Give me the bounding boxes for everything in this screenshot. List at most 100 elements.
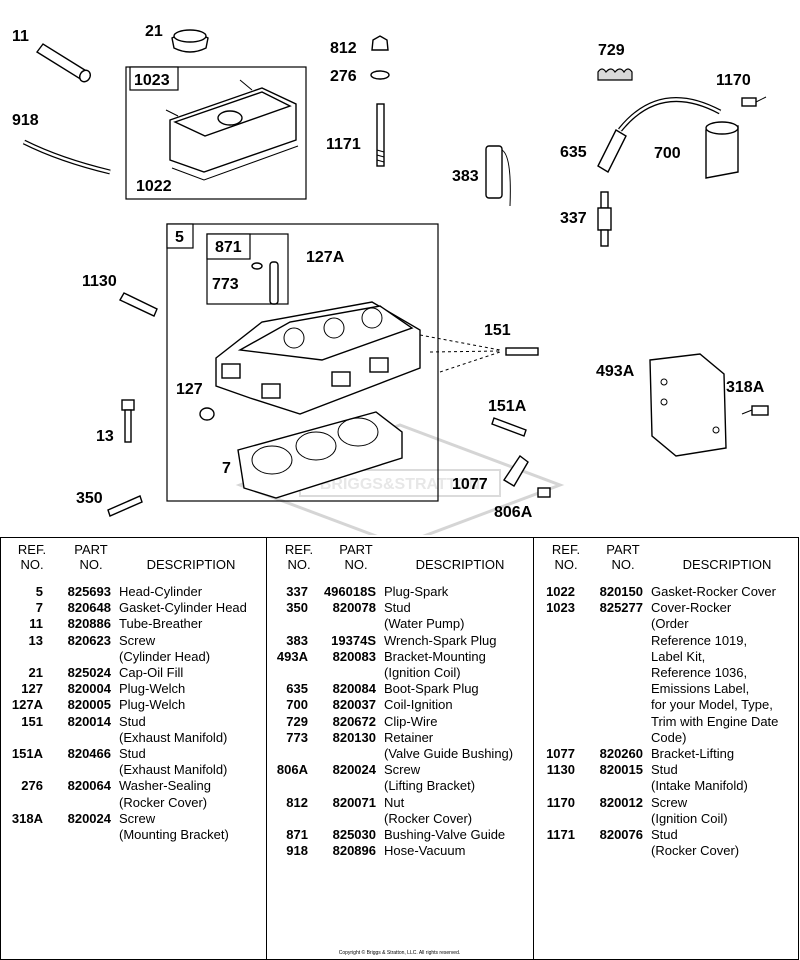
part-description: Plug-Welch [119, 681, 266, 697]
water-pump-stud-part [107, 495, 143, 517]
part-number: 820078 [332, 600, 376, 616]
description-line: Screw [651, 794, 688, 810]
description-header: DESCRIPTION [415, 557, 505, 572]
ref-number: 1077 [546, 746, 575, 762]
description-line: Cover-Rocker [651, 600, 732, 616]
ref-number: 1130 [546, 762, 575, 778]
description-line: (Rocker Cover) [119, 794, 208, 810]
ignition-coil-part [705, 121, 739, 179]
ref-number: 493A [276, 648, 308, 664]
description-header: DESCRIPTION [682, 557, 772, 572]
part-description: Gasket-Rocker Cover [651, 584, 799, 600]
part-description: Gasket-Cylinder Head [119, 600, 266, 616]
retainer-part [251, 262, 263, 270]
description-line: Bracket-Mounting [384, 648, 486, 664]
description-line: Plug-Welch [119, 681, 186, 697]
copyright-notice: Copyright © Briggs & Stratton, LLC. All … [338, 950, 461, 956]
ref-number: 806A [276, 762, 308, 778]
description-line: Stud [119, 746, 146, 762]
part-number: 820004 [67, 681, 111, 697]
part-number: 820076 [599, 827, 643, 843]
callout-5: 5 [175, 229, 184, 246]
part-description: Wrench-Spark Plug [384, 633, 533, 649]
ref-number: 871 [286, 827, 308, 843]
description-line: Wrench-Spark Plug [384, 632, 497, 648]
callout-1022: 1022 [136, 178, 172, 195]
description-line: Emissions Label, [651, 681, 750, 697]
part-description: Tube-Breather [119, 616, 266, 632]
description-line: Nut [384, 794, 405, 810]
callout-318a: 318A [726, 379, 765, 396]
part-description: Screw(Ignition Coil) [651, 795, 799, 827]
callout-806a: 806A [494, 504, 533, 521]
part-number: 820623 [67, 632, 111, 648]
part-description: Clip-Wire [384, 714, 533, 730]
description-line: Cap-Oil Fill [119, 665, 184, 681]
description-line: Stud [651, 827, 678, 843]
description-line: Coil-Ignition [384, 697, 453, 713]
callout-1130: 1130 [82, 273, 117, 290]
exploded-parts-diagram: BRIGGS&STRATTON [12, 23, 769, 535]
ref-number: 151 [21, 713, 43, 729]
mounting-bracket-part [649, 353, 727, 457]
part-number: 820130 [332, 729, 376, 745]
part-description: Plug-Spark [384, 584, 533, 600]
part-description: Bracket-Mounting(Ignition Coil) [384, 649, 533, 681]
ref-number: 276 [21, 778, 43, 794]
callout-773: 773 [212, 276, 239, 293]
part-description: Head-Cylinder [119, 584, 266, 600]
callout-127a: 127A [306, 249, 345, 266]
description-line: Tube-Breather [119, 616, 203, 632]
part-number: 820071 [332, 794, 376, 810]
part-description: Cap-Oil Fill [119, 665, 266, 681]
part-number: 825024 [67, 665, 111, 681]
welch-plug-part [199, 407, 215, 421]
ref-number: 7 [35, 600, 43, 616]
callout-700: 700 [654, 145, 681, 162]
cylinder-head-gasket-part [237, 411, 403, 499]
description-line: (Rocker Cover) [384, 810, 473, 826]
description-line: Head-Cylinder [119, 584, 203, 599]
part-number: 820064 [67, 778, 111, 794]
part-number: 820083 [332, 648, 376, 664]
ref-number: 127 [21, 681, 43, 697]
part-number: 820648 [67, 600, 111, 616]
description-line: Stud [651, 762, 678, 778]
cylinder-head-screw-part [121, 399, 135, 443]
part-number: 496018S [323, 584, 376, 599]
part-number: 820466 [67, 746, 111, 762]
spark-plug-part [597, 191, 612, 247]
part-description: Stud(Exhaust Manifold) [119, 714, 266, 746]
callout-350: 350 [76, 490, 103, 507]
description-line: Hose-Vacuum [384, 843, 466, 859]
oil-fill-cap-part [171, 29, 209, 53]
watermark-text: BRIGGS&STRATTON [320, 476, 480, 493]
part-description: Stud(Rocker Cover) [651, 827, 799, 859]
label-box-871 [206, 233, 251, 260]
valve-guide-bushing-part [269, 261, 279, 305]
callout-1077: 1077 [452, 476, 488, 493]
part-description: Stud(Water Pump) [384, 600, 533, 632]
part-description: Screw(Lifting Bracket) [384, 762, 533, 794]
description-line: Stud [119, 713, 146, 729]
callout-1023: 1023 [134, 72, 170, 89]
callout-383: 383 [452, 168, 479, 185]
ref-header: REF.NO. [17, 542, 47, 572]
part-description: Stud(Exhaust Manifold) [119, 746, 266, 778]
part-description: Coil-Ignition [384, 697, 533, 713]
